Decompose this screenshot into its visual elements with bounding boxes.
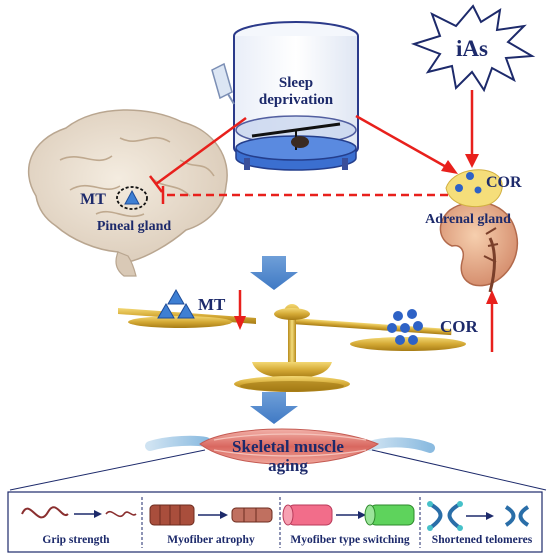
balance-cor-label: COR <box>440 317 479 336</box>
muscle-label-line1: Skeletal muscle <box>232 437 344 456</box>
muscle-label-line2: aging <box>268 456 308 475</box>
myofiber-atrophy-icon <box>149 504 273 526</box>
pineal-gland-label: Pineal gland <box>97 219 172 234</box>
mt-down-arrow <box>234 290 246 330</box>
big-down-arrow-1 <box>250 256 298 290</box>
adrenal-gland-image <box>445 169 503 208</box>
adrenal-gland-label: Adrenal gland <box>425 212 511 227</box>
outcome-myofiber-atrophy: Myofiber atrophy <box>167 534 255 546</box>
brain-image <box>27 109 228 277</box>
arrow-sleep-to-adrenal <box>355 114 458 174</box>
arrow-sleep-to-pineal <box>149 116 247 193</box>
outcome-shortened-telomeres: Shortened telomeres <box>431 534 533 546</box>
grip-strength-icon <box>21 506 137 519</box>
mt-triangles <box>157 288 195 319</box>
muscle-image <box>145 428 435 465</box>
arrow-ias-to-adrenal <box>465 90 479 168</box>
big-down-arrow-2 <box>250 392 298 424</box>
outcome-grip-strength: Grip strength <box>42 534 110 546</box>
brain-mt-label: MT <box>80 191 106 208</box>
sleep-label-line2: deprivation <box>259 92 334 108</box>
telomere-icon <box>427 501 530 531</box>
sleep-deprivation-cage <box>211 21 359 171</box>
cor-dots <box>387 309 423 345</box>
pineal-triangle <box>124 189 140 205</box>
sleep-label-line1: Sleep <box>279 75 313 91</box>
ias-label: iAs <box>456 36 488 61</box>
outcome-fiber-type-switching: Myofiber type switching <box>290 534 410 546</box>
dashed-inhibition-cor-to-pineal <box>161 186 448 204</box>
balance-mt-label: MT <box>198 295 226 314</box>
fiber-type-switching-icon <box>282 504 415 526</box>
adrenal-cor-label: COR <box>486 174 522 191</box>
ias-starburst <box>410 4 536 93</box>
water-bottle <box>211 62 235 105</box>
arrow-kidney-up <box>486 290 498 352</box>
kidney-image <box>439 201 519 293</box>
